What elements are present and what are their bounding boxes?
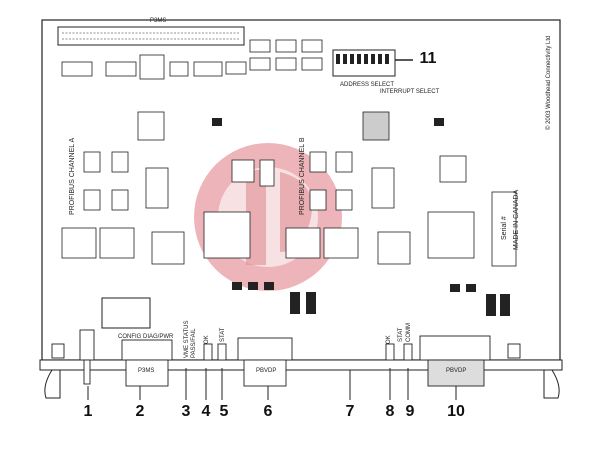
callout-11: 11	[419, 50, 437, 67]
top-ic-row	[61, 39, 323, 80]
connector-label-3: PBVDP	[446, 368, 466, 374]
address-select-label: ADDRESS SELECT	[340, 82, 394, 88]
ok-label-2: OK	[386, 335, 392, 344]
pass-fail-label: PASS/FAIL	[191, 328, 197, 358]
callout-7: 7	[345, 403, 355, 420]
callout-8: 8	[385, 403, 395, 420]
interrupt-select-label: INTERRUPT SELECT	[380, 89, 440, 95]
st-label: STAT	[398, 327, 404, 342]
callout-9: 9	[405, 403, 415, 420]
front-panel	[39, 359, 563, 371]
config-block	[101, 297, 151, 329]
front-connectors	[51, 329, 521, 387]
callout-6: 6	[263, 403, 273, 420]
passive-components	[212, 118, 510, 316]
config-label: CONFIG DIAG/PWR	[118, 334, 174, 340]
copyright-label: © 2003 Woodhead Connectivity Ltd	[545, 36, 552, 130]
stat-label-1: STAT	[220, 327, 226, 342]
serial-label: Serial #	[501, 216, 508, 240]
top-header-connector	[57, 26, 245, 46]
header-label: P3MS	[150, 18, 166, 24]
ok-label-1: OK	[204, 335, 210, 344]
vme-status-label: VME STATUS	[184, 321, 190, 358]
channel-b-components	[285, 111, 517, 267]
made-in-label: MADE IN CANADA	[513, 189, 520, 250]
callout-10: 10	[447, 403, 465, 420]
callout-5: 5	[219, 403, 229, 420]
callout-2: 2	[135, 403, 145, 420]
callout-3: 3	[181, 403, 191, 420]
channel-a-components	[61, 111, 275, 265]
connector-label-1: P3MS	[138, 368, 154, 374]
leader-lines	[87, 368, 457, 400]
callout-1: 1	[83, 403, 93, 420]
callout-4: 4	[201, 403, 211, 420]
comm-label: COMM	[406, 323, 412, 342]
channel-b-label: PROFIBUS CHANNEL B	[299, 137, 306, 215]
channel-a-label: PROFIBUS CHANNEL A	[69, 138, 76, 215]
connector-label-2: PBVDP	[256, 368, 276, 374]
